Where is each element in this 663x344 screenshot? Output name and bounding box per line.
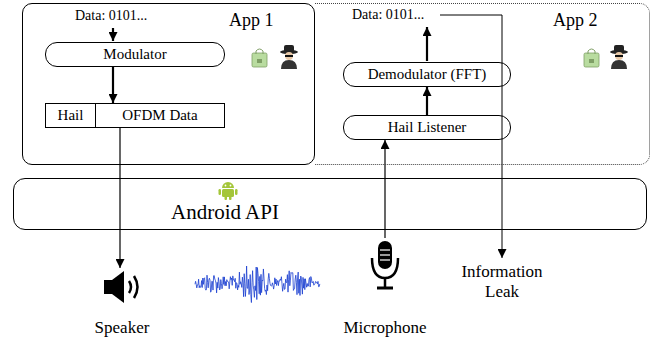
data-arrow [112, 28, 114, 41]
store-bag-icon [252, 49, 267, 67]
device-label: Speaker [95, 318, 150, 338]
android-logo [219, 182, 238, 200]
app-box: App 1 ModulatorHail OFDM Data [22, 3, 315, 165]
app-box: App 2 Demodulator (FFT) Hail Listener [315, 3, 650, 165]
spy-icon [280, 45, 298, 69]
speaker-node: Speaker [82, 268, 162, 338]
speaker-icon [104, 271, 138, 303]
microphone-icon [372, 241, 398, 288]
app-title: App 2 [553, 10, 598, 31]
data-arrow [426, 27, 428, 61]
process-box: Demodulator (FFT) [343, 62, 511, 87]
connector [112, 67, 114, 103]
device-label: Microphone [343, 318, 426, 338]
process-label: Modulator [103, 46, 166, 63]
connector [426, 87, 428, 115]
data-label: Data: 0101... [75, 8, 147, 24]
api-label: Android API [171, 200, 279, 224]
field-label: OFDM Data [122, 107, 197, 124]
connector [119, 128, 120, 268]
frame-field: Hail [45, 103, 96, 128]
waveform [195, 266, 320, 303]
leak-label: Information Leak [457, 262, 547, 301]
store-bag-icon [584, 49, 599, 67]
process-label: Hail Listener [388, 119, 467, 136]
api-band: Android API [13, 178, 647, 230]
spy-icon [610, 45, 628, 69]
process-label: Demodulator (FFT) [368, 66, 487, 83]
process-box: Modulator [45, 42, 225, 67]
microphone-node: Microphone [337, 238, 433, 338]
sound-wave [195, 266, 320, 303]
process-box: Hail Listener [343, 115, 511, 140]
app-title: App 1 [229, 10, 274, 31]
frame-field: OFDM Data [95, 103, 225, 128]
data-label: Data: 0101... [352, 7, 424, 23]
leak-line [440, 15, 502, 258]
connector [384, 140, 385, 238]
field-label: Hail [58, 107, 84, 124]
